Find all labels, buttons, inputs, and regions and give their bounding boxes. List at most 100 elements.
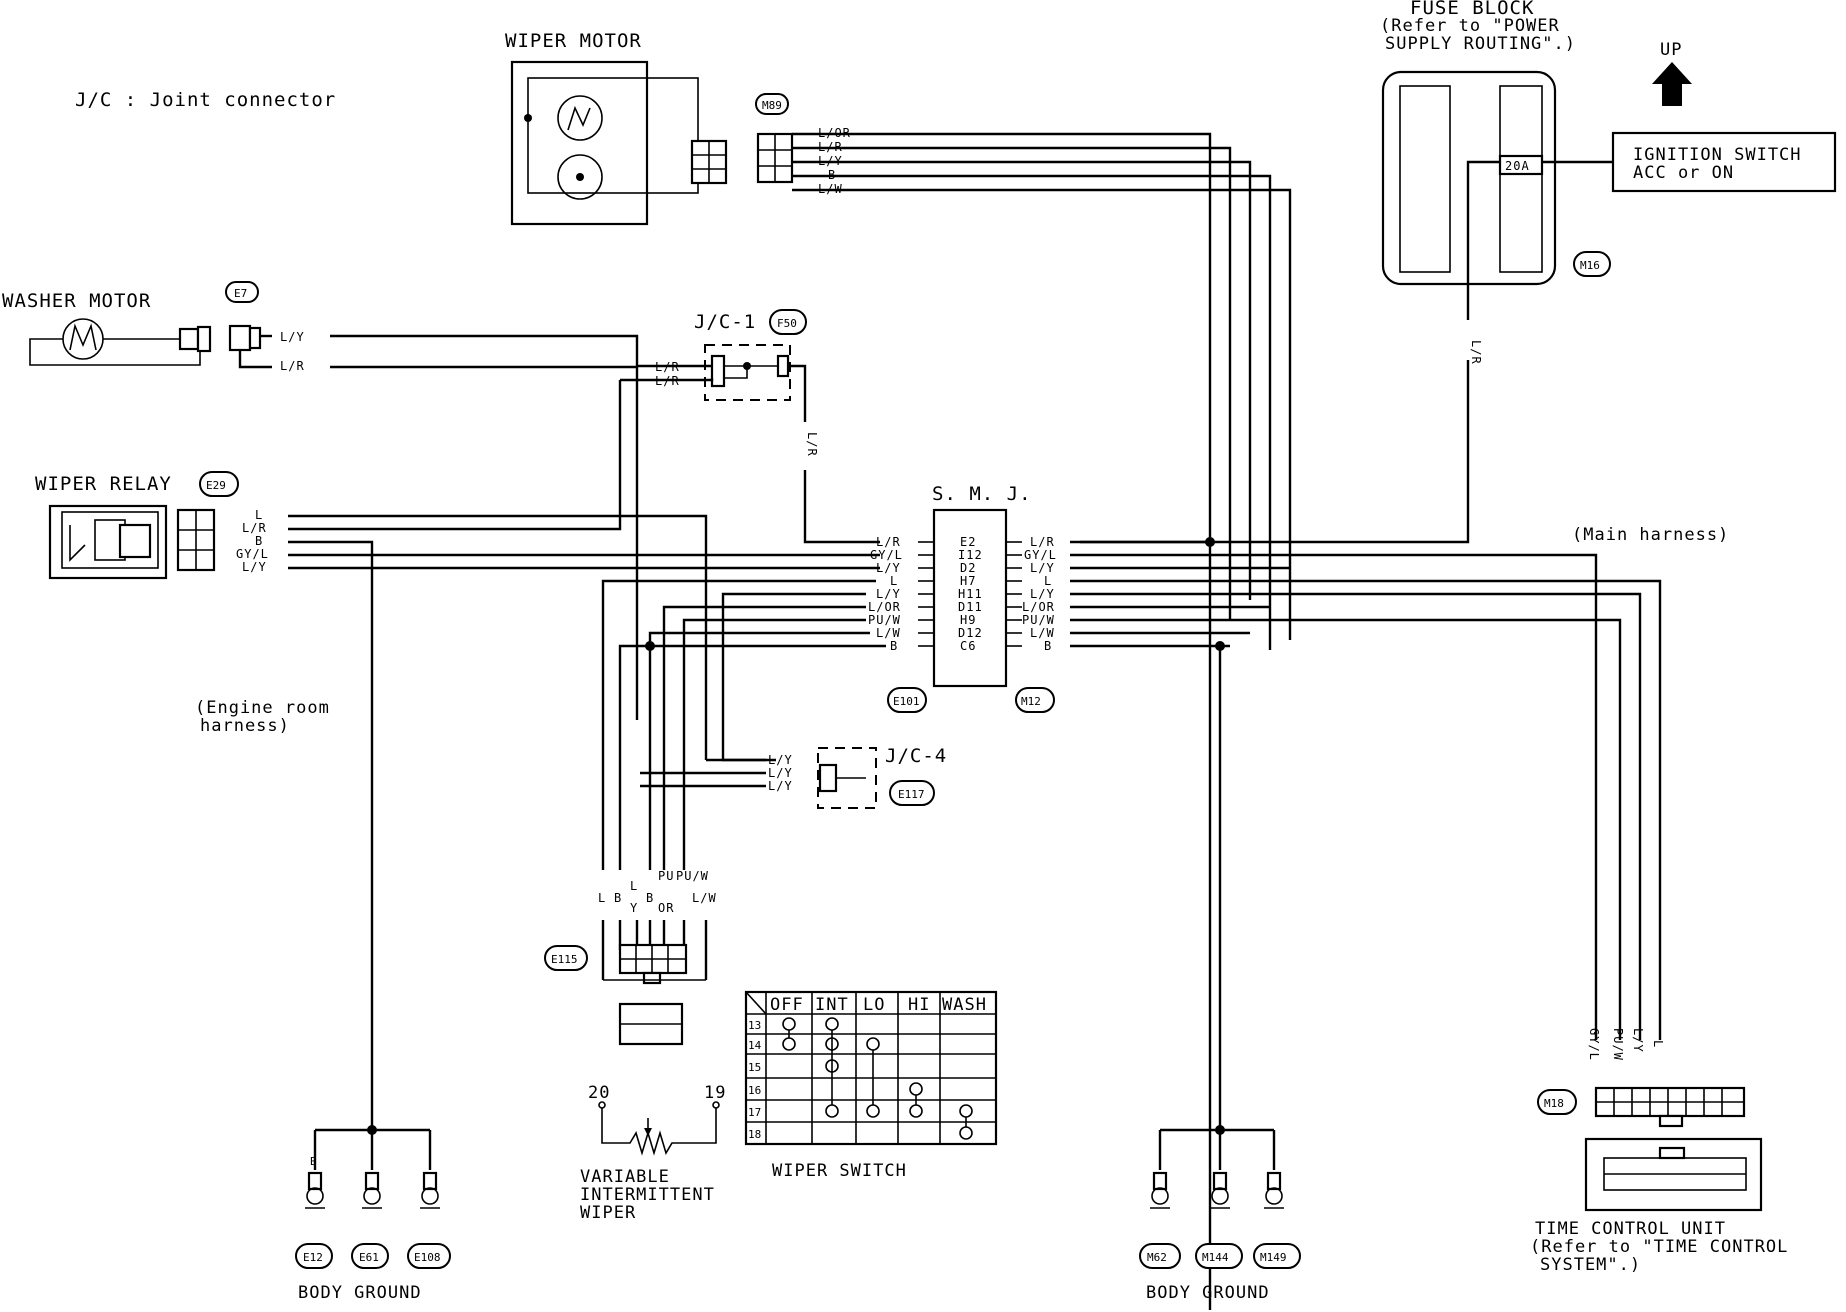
svg-text:LO: LO — [863, 995, 885, 1015]
svg-text:L: L — [890, 574, 898, 588]
svg-text:13: 13 — [748, 1019, 761, 1032]
svg-text:L: L — [255, 508, 263, 522]
svg-text:L/Y: L/Y — [280, 330, 305, 344]
svg-text:L: L — [598, 891, 606, 905]
wiper-relay-label: WIPER RELAY — [35, 473, 172, 495]
connector-e29: E29 — [199, 471, 239, 497]
svg-text:L: L — [630, 879, 638, 893]
joint-connector-jc4 — [817, 747, 877, 809]
variable-resistor: 20 19 — [588, 1083, 726, 1156]
connector-m62: M62 — [1139, 1243, 1181, 1269]
connector-e12: E12 — [295, 1243, 333, 1269]
connector-m149: M149 — [1253, 1243, 1301, 1269]
svg-text:PU/W: PU/W — [676, 869, 709, 883]
svg-text:20: 20 — [588, 1083, 610, 1103]
wiper-relay — [48, 504, 168, 580]
joint-connector-jc1 — [704, 344, 791, 401]
svg-text:INTERMITTENT: INTERMITTENT — [580, 1185, 715, 1205]
smj-label: S. M. J. — [932, 483, 1032, 505]
svg-text:VARIABLE: VARIABLE — [580, 1167, 670, 1187]
fuse-block-label: FUSE BLOCK — [1410, 0, 1534, 19]
svg-text:OR: OR — [658, 901, 674, 915]
svg-text:I12: I12 — [958, 548, 983, 562]
body-ground-right-label: BODY GROUND — [1146, 1283, 1270, 1303]
svg-text:E2: E2 — [960, 535, 976, 549]
svg-text:L/R: L/R — [1469, 340, 1483, 365]
svg-text:L/Y: L/Y — [1631, 1028, 1645, 1053]
svg-text:E7: E7 — [234, 287, 247, 300]
m18-wire-colors: GY/L PU/W L/Y L — [1587, 1028, 1665, 1061]
svg-text:L/W: L/W — [876, 626, 901, 640]
wiper-switch-label: WIPER SWITCH — [772, 1161, 907, 1181]
svg-text:C6: C6 — [960, 639, 976, 653]
svg-text:M62: M62 — [1147, 1251, 1167, 1264]
svg-text:H7: H7 — [960, 574, 976, 588]
svg-text:E108: E108 — [414, 1251, 441, 1264]
svg-text:harness): harness) — [200, 716, 290, 736]
svg-text:L/Y: L/Y — [876, 587, 901, 601]
svg-text:H11: H11 — [958, 587, 983, 601]
svg-text:M12: M12 — [1021, 695, 1041, 708]
svg-text:L/Y: L/Y — [768, 766, 793, 780]
svg-text:INT: INT — [815, 995, 849, 1015]
svg-text:L/Y: L/Y — [876, 561, 901, 575]
svg-text:L: L — [1651, 1040, 1665, 1048]
smj-right-colors: L/R GY/L L/Y L L/Y L/OR PU/W L/W B — [1022, 535, 1057, 653]
svg-text:D2: D2 — [960, 561, 976, 575]
svg-text:WIPER: WIPER — [580, 1203, 636, 1223]
svg-text:L/Y: L/Y — [1030, 561, 1055, 575]
svg-text:B: B — [255, 534, 263, 548]
svg-text:HI: HI — [908, 995, 930, 1015]
svg-text:E29: E29 — [206, 479, 226, 492]
ignition-switch: IGNITION SWITCH ACC or ON — [1611, 131, 1837, 193]
smj-left-colors: L/R GY/L L/Y L L/Y L/OR PU/W L/W B — [868, 535, 903, 653]
connector-e7: E7 — [225, 281, 262, 352]
connector-e117: E117 — [889, 780, 935, 806]
svg-text:L/Y: L/Y — [1030, 587, 1055, 601]
svg-text:GY/L: GY/L — [870, 548, 903, 562]
svg-text:18: 18 — [748, 1128, 761, 1141]
washer-motor-label: WASHER MOTOR — [2, 290, 151, 312]
svg-text:D12: D12 — [958, 626, 983, 640]
svg-text:(Refer to "POWER: (Refer to "POWER — [1380, 16, 1560, 36]
svg-text:ACC or ON: ACC or ON — [1633, 163, 1734, 183]
svg-text:M89: M89 — [762, 99, 782, 112]
svg-text:M18: M18 — [1544, 1097, 1564, 1110]
svg-text:L/Y: L/Y — [242, 560, 267, 574]
connector-e115: E115 — [544, 943, 706, 1046]
svg-text:GY/L: GY/L — [1024, 548, 1057, 562]
svg-text:UP: UP — [1660, 40, 1682, 60]
svg-text:B: B — [646, 891, 654, 905]
connector-m144: M144 — [1195, 1243, 1243, 1269]
svg-text:L/R: L/R — [805, 432, 819, 457]
time-control-unit — [1584, 1137, 1763, 1212]
svg-text:L/R: L/R — [876, 535, 901, 549]
up-arrow-icon: UP — [1652, 40, 1692, 106]
svg-text:SUPPLY ROUTING".): SUPPLY ROUTING".) — [1385, 34, 1576, 54]
legend-text: J/C : Joint connector — [75, 89, 336, 111]
svg-text:L/OR: L/OR — [868, 600, 901, 614]
svg-text:E101: E101 — [893, 695, 920, 708]
smj-block — [932, 508, 1008, 688]
svg-text:H9: H9 — [960, 613, 976, 627]
svg-text:PU: PU — [658, 869, 674, 883]
ground-left-group: B — [305, 1155, 440, 1209]
svg-text:OFF: OFF — [770, 995, 804, 1015]
svg-text:19: 19 — [704, 1083, 726, 1103]
svg-text:SYSTEM".): SYSTEM".) — [1540, 1255, 1641, 1275]
svg-text:E61: E61 — [359, 1251, 379, 1264]
svg-text:M149: M149 — [1260, 1251, 1287, 1264]
svg-text:L/OR: L/OR — [1022, 600, 1055, 614]
svg-text:L/R: L/R — [280, 359, 305, 373]
washer-motor — [29, 318, 212, 366]
svg-text:L/W: L/W — [1030, 626, 1055, 640]
svg-text:D11: D11 — [958, 600, 983, 614]
svg-text:E117: E117 — [898, 788, 925, 801]
svg-text:Y: Y — [630, 901, 638, 915]
svg-text:L/Y: L/Y — [768, 779, 793, 793]
body-ground-left-label: BODY GROUND — [298, 1283, 422, 1303]
svg-text:PU/W: PU/W — [1022, 613, 1055, 627]
svg-text:14: 14 — [748, 1039, 762, 1052]
svg-text:B: B — [1044, 639, 1052, 653]
